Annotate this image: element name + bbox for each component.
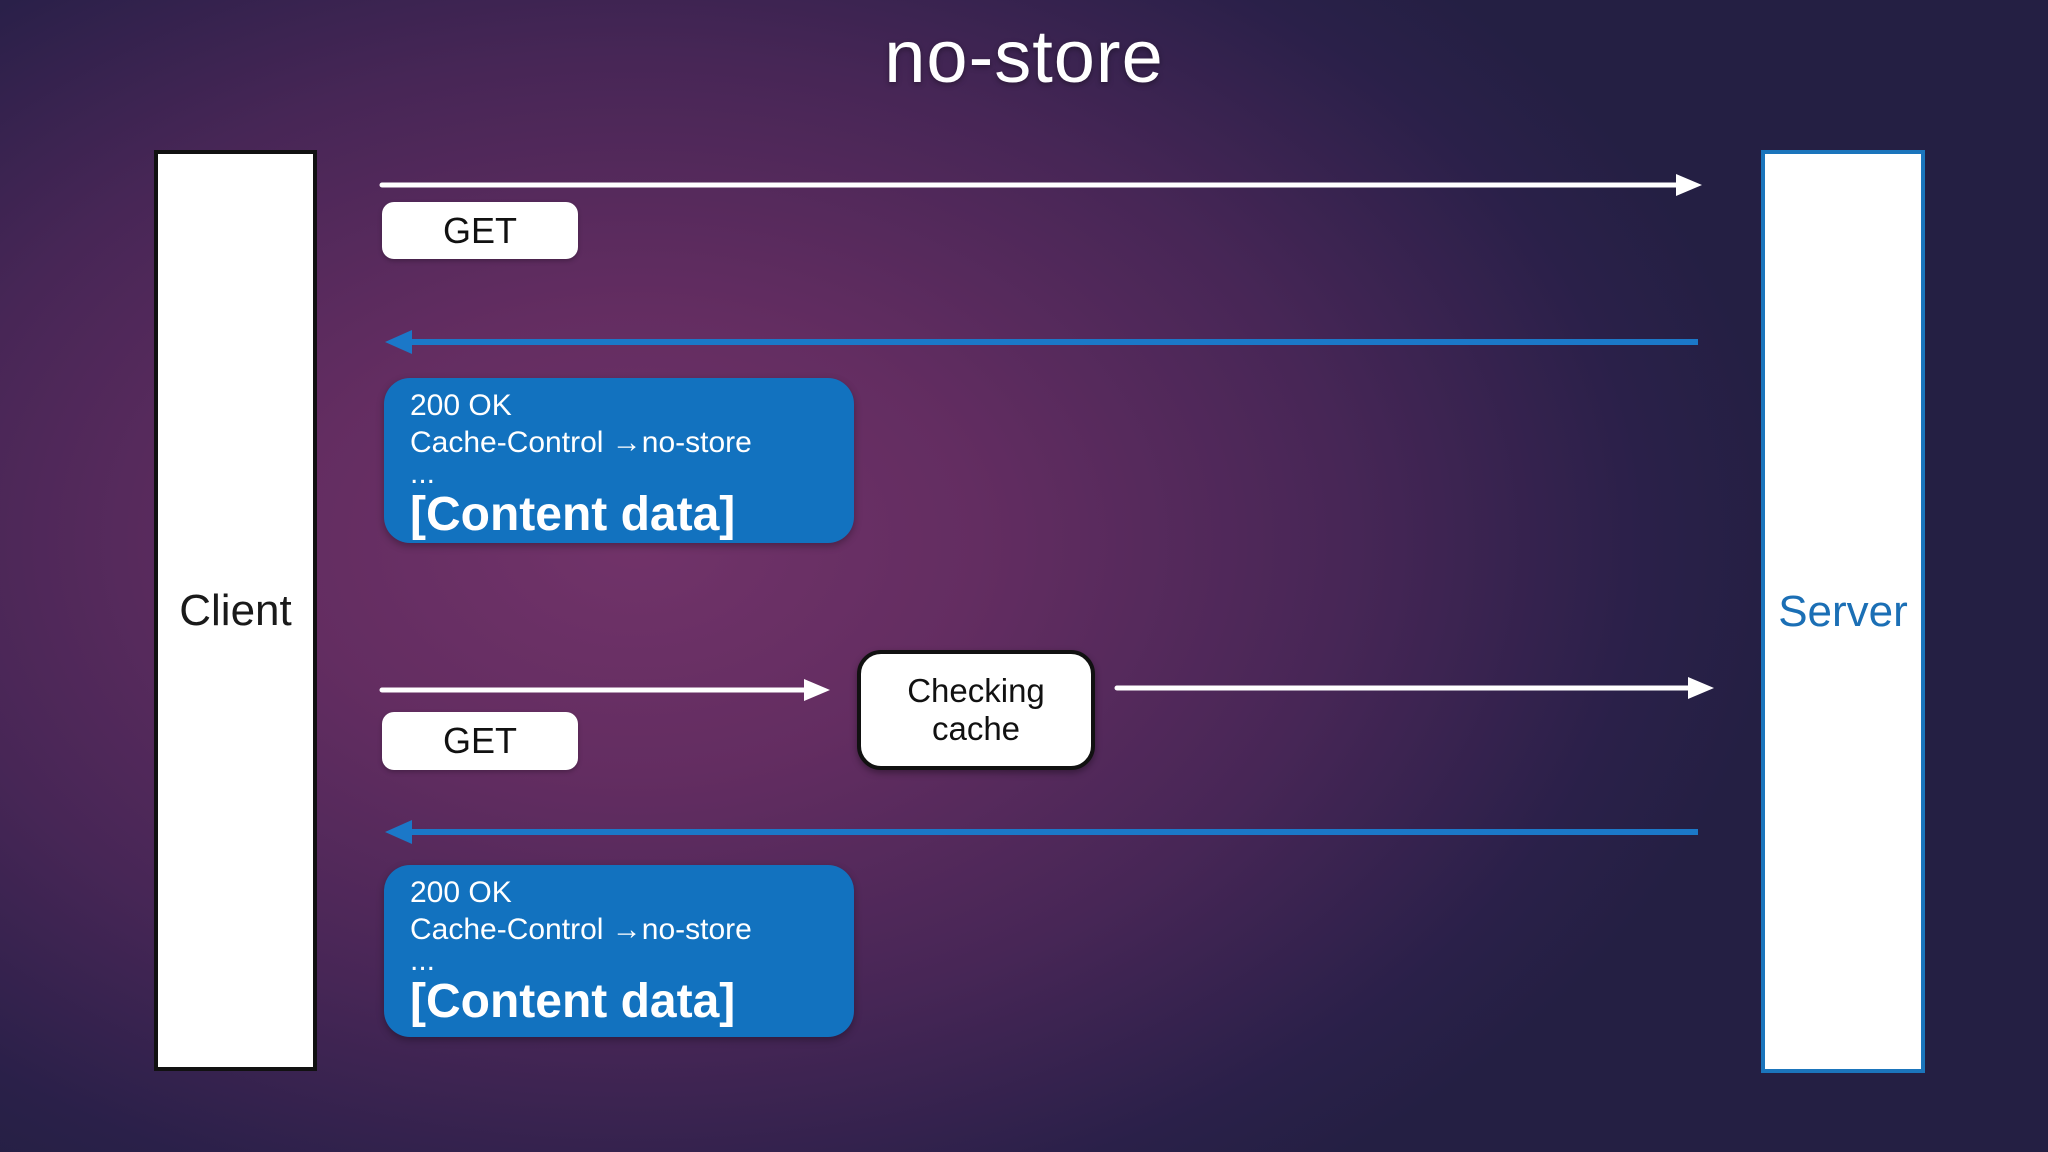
response-status-2: 200 OK [410,876,512,909]
get-request-text-1: GET [442,209,517,251]
server-label: Server [1778,586,1908,636]
response-arrow-2 [385,820,1698,844]
client-label: Client [179,585,292,635]
cache-to-server-arrow [1114,677,1714,699]
get-request-arrow-2 [379,679,830,701]
get-request-label-1: GET [382,202,578,259]
diagram-title: no-store [884,15,1164,98]
response-status-1: 200 OK [410,389,512,422]
checking-cache-line2: cache [931,710,1021,747]
get-request-arrow-1 [379,174,1702,196]
get-request-label-2: GET [382,712,578,770]
response-body-1: [Content data] [410,488,736,541]
response-header-2: Cache-Control →no-store [410,913,752,946]
response-arrow-1 [385,330,1698,354]
get-request-text-2: GET [442,720,517,761]
response-ellipsis-1: ... [410,457,436,490]
response-header-1: Cache-Control →no-store [410,426,752,459]
server-box: Server [1761,150,1925,1073]
response-box-2: 200 OK Cache-Control →no-store ... [Cont… [384,865,854,1037]
response-box-1: 200 OK Cache-Control →no-store ... [Cont… [384,378,854,543]
checking-cache-box: Checking cache [857,650,1095,770]
response-ellipsis-2: ... [410,944,436,977]
checking-cache-line1: Checking [907,672,1045,709]
response-body-2: [Content data] [410,975,736,1028]
client-box: Client [154,150,317,1071]
